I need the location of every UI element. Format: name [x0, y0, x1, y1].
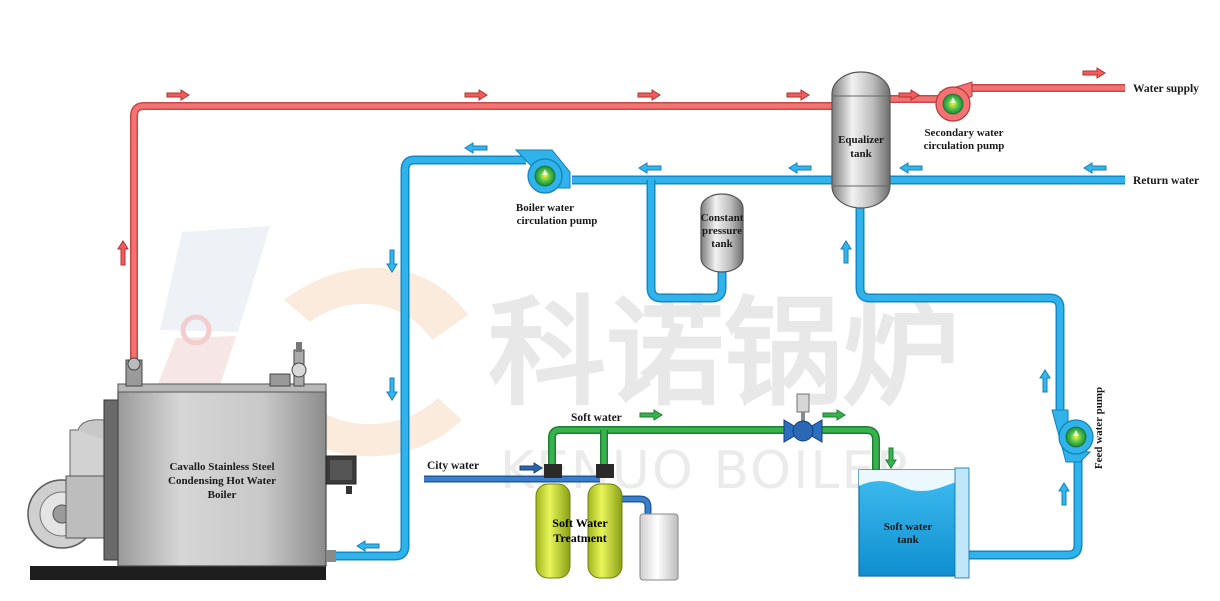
boiler-pump: [514, 149, 571, 194]
constant-tank-label-2: pressure: [702, 225, 742, 237]
feed-pump-label: Feed water pump: [1093, 387, 1105, 469]
city-water-pipe: [424, 475, 652, 520]
boiler-pump-label-2: circulation pump: [517, 215, 598, 227]
soft-treatment-label-2: Treatment: [553, 531, 607, 545]
secondary-pump: [935, 81, 973, 122]
soft-water-label: Soft water: [571, 412, 622, 424]
secondary-pump-label-2: circulation pump: [924, 140, 1005, 152]
boiler: Cavallo Stainless Steel Condensing Hot W…: [27, 342, 357, 580]
soft-water-tank: Soft water tank: [858, 467, 970, 579]
soft-water-treatment: Soft Water Treatment: [535, 464, 679, 581]
soft-tank-label-1: Soft water: [884, 521, 933, 533]
watermark-chinese: 科诺锅炉: [488, 284, 960, 422]
constant-pressure-tank: Constant pressure tank: [700, 193, 744, 273]
supply-pipe: [130, 84, 1125, 372]
soft-treatment-label-1: Soft Water: [552, 516, 608, 530]
watermark: 科诺锅炉 KENUO BOILER: [150, 226, 960, 501]
equalizer-label-2: tank: [850, 148, 872, 160]
impeller-icon: [1065, 426, 1087, 448]
boiler-pump-label-1: Boiler water: [516, 202, 574, 214]
flow-arrows: [117, 67, 1107, 552]
feed-water-pump: [1051, 409, 1094, 463]
water-supply-label: Water supply: [1133, 83, 1199, 95]
constant-tank-label-3: tank: [711, 238, 733, 250]
control-valve: [783, 393, 823, 443]
boiler-label-1: Cavallo Stainless Steel: [169, 461, 274, 473]
secondary-pump-label-1: Secondary water: [924, 127, 1003, 139]
soft-water-pipe: [548, 426, 880, 470]
return-water-label: Return water: [1133, 175, 1199, 187]
constant-tank-label-1: Constant: [701, 212, 744, 224]
city-water-label: City water: [427, 460, 479, 472]
impeller-icon: [942, 93, 964, 115]
soft-tank-label-2: tank: [897, 534, 919, 546]
boiler-label-2: Condensing Hot Water: [168, 475, 276, 487]
equalizer-label-1: Equalizer: [838, 134, 884, 146]
boiler-label-3: Boiler: [208, 489, 237, 501]
return-pipes: [332, 155, 1125, 561]
equalizer-tank: Equalizer tank: [831, 71, 891, 209]
impeller-icon: [534, 165, 556, 187]
